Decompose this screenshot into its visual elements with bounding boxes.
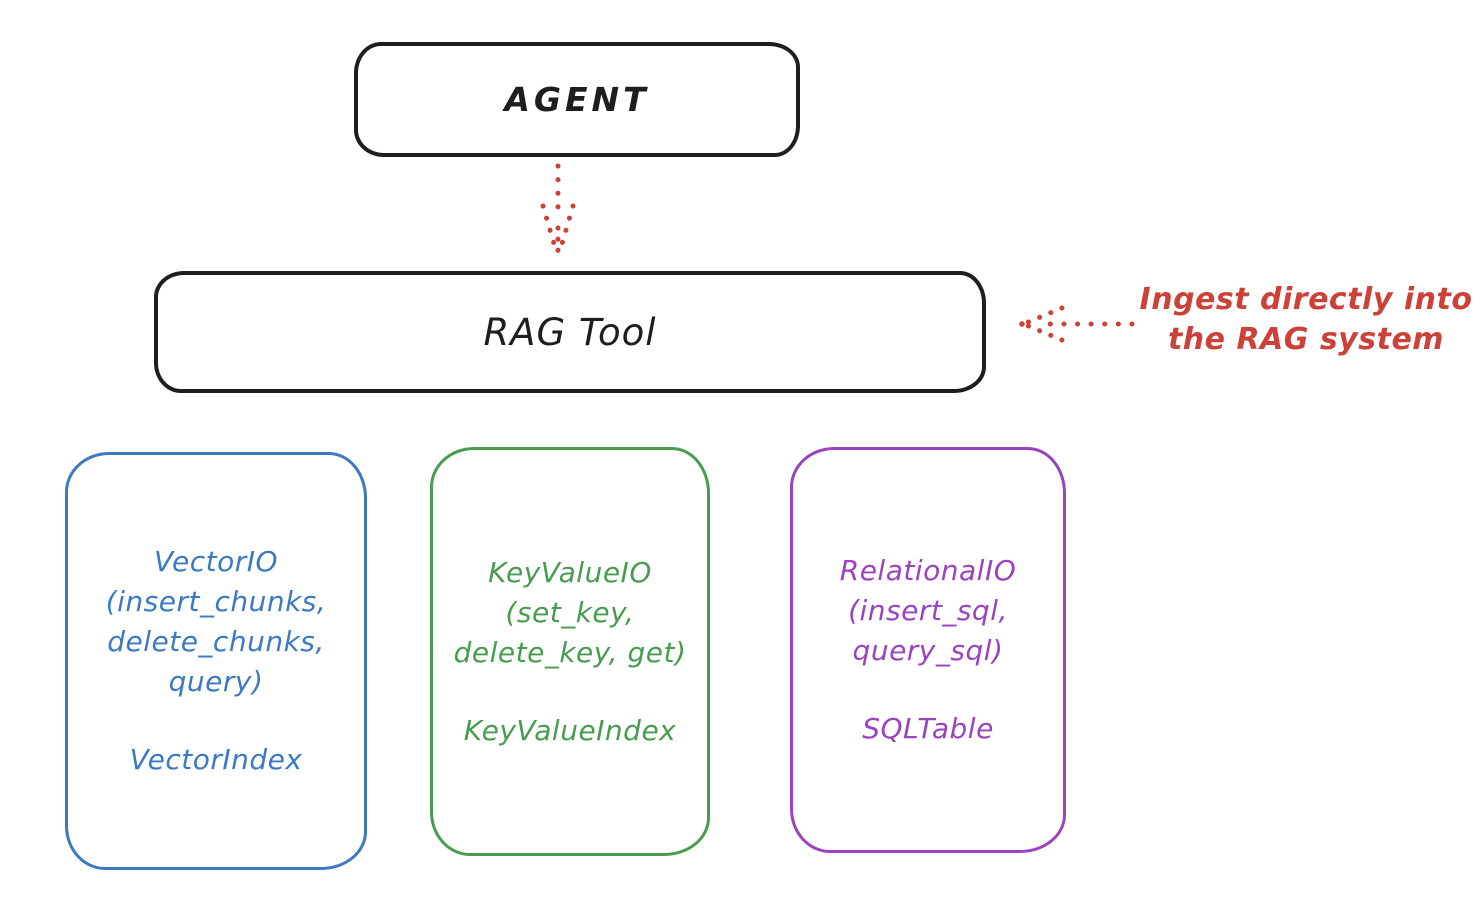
rag-tool-label: RAG Tool [483,310,657,354]
card-line: query_sql) [852,634,1004,667]
rag-tool-node[interactable]: RAG Tool [154,271,986,393]
keyvalue-io-methods: KeyValueIO (set_key, delete_key, get) [454,553,687,673]
ingest-annotation-line2: the RAG system [1167,322,1445,357]
ingest-annotation-line1: Ingest directly into [1139,282,1473,317]
card-line: (set_key, [505,595,635,629]
vector-io-methods: VectorIO (insert_chunks, delete_chunks, … [106,542,327,702]
card-line: query) [168,665,264,698]
card-line: VectorIO [153,545,279,578]
card-line: (insert_sql, [848,594,1008,627]
keyvalue-io-card[interactable]: KeyValueIO (set_key, delete_key, get) Ke… [430,447,710,856]
relational-io-methods: RelationalIO (insert_sql, query_sql) [840,551,1017,671]
ingest-annotation[interactable]: Ingest directly into the RAG system [1138,280,1474,360]
arrow-wing-top [1023,305,1065,326]
dotted-arrow-left-icon[interactable] [1014,300,1138,348]
vector-index-label: VectorIndex [129,743,303,776]
card-line: KeyValueIO [488,555,652,589]
card-line: delete_key, get) [453,635,687,669]
dotted-arrow-down-icon[interactable] [534,162,582,266]
arrow-wing-bottom [1023,322,1065,343]
arrow-wing-right [556,203,576,257]
sql-table-label: SQLTable [862,712,994,745]
card-line: RelationalIO [839,554,1017,587]
card-line: (insert_chunks, [105,585,327,618]
keyvalue-index-label: KeyValueIndex [463,713,677,747]
relational-io-card[interactable]: RelationalIO (insert_sql, query_sql) SQL… [790,447,1066,853]
card-line: delete_chunks, [107,625,325,658]
arrow-wing-left [540,203,560,257]
vector-io-card[interactable]: VectorIO (insert_chunks, delete_chunks, … [65,452,367,870]
agent-node[interactable]: AGENT [354,42,800,157]
agent-label: AGENT [504,80,650,119]
